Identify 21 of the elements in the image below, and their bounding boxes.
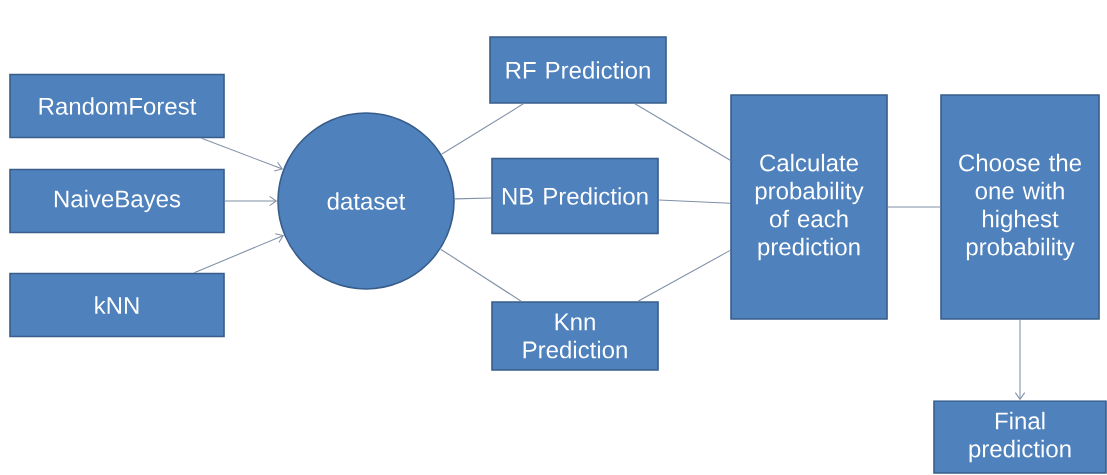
process-box: Choose the one with highest probability [940, 94, 1100, 320]
process-box: NB Prediction [491, 157, 659, 235]
process-box: kNN [9, 272, 225, 338]
process-box: Calculate probability of each prediction [730, 94, 888, 320]
arrow [1014, 319, 1026, 401]
connector-line [441, 103, 524, 155]
connector-line [887, 206, 941, 208]
process-box: NaiveBayes [9, 168, 225, 234]
connector-line [440, 248, 522, 302]
connector-line [454, 197, 492, 200]
arrow [201, 137, 284, 172]
connector-line [634, 103, 731, 161]
connector-line [658, 199, 731, 204]
process-box: Knn Prediction [491, 301, 659, 371]
connector-line [637, 249, 731, 302]
process-box: Final prediction [933, 400, 1107, 474]
circle-node: dataset [277, 112, 455, 290]
process-box: RandomForest [9, 73, 225, 139]
process-box: RF Prediction [489, 36, 667, 104]
arrow [224, 195, 278, 207]
arrow [193, 233, 285, 274]
